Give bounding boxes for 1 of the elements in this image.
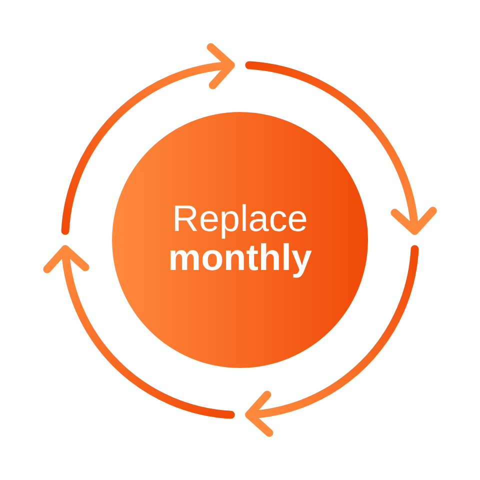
node-label: Replace monthly	[167, 199, 313, 277]
